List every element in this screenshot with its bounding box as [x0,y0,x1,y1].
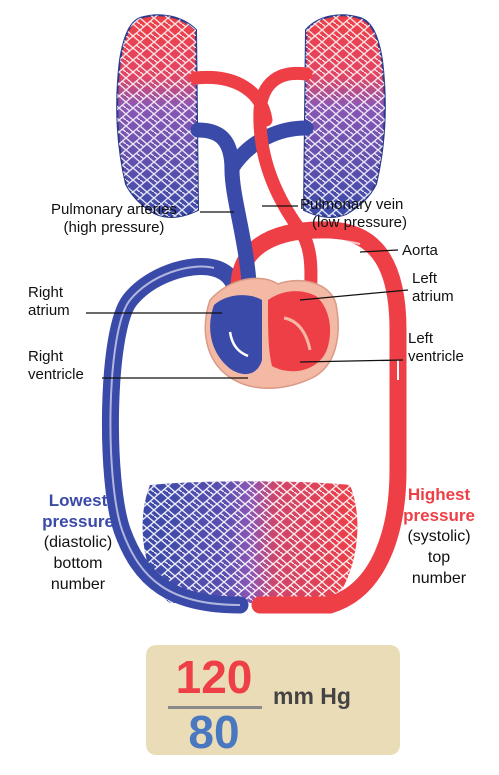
label-left-atrium: Left atrium [412,270,454,306]
diastolic-value: 80 [166,708,262,756]
systolic-value: 120 [166,653,262,701]
label-pulmonary-arteries: Pulmonary arteries (high pressure) [26,201,202,237]
label-highest-pressure: Highest pressure (systolic) top number [384,484,494,589]
left-lung [110,10,205,225]
label-aorta: Aorta [402,242,438,260]
label-left-ventricle: Left ventricle [408,330,464,366]
label-pulmonary-vein: Pulmonary vein (low pressure) [300,196,407,232]
pressure-unit: mm Hg [273,683,351,709]
label-right-atrium: Right atrium [28,284,70,320]
label-lowest-pressure: Lowest pressure (diastolic) bottom numbe… [26,490,130,595]
heart [205,278,338,388]
label-right-ventricle: Right ventricle [28,348,84,384]
right-lung [298,10,393,225]
